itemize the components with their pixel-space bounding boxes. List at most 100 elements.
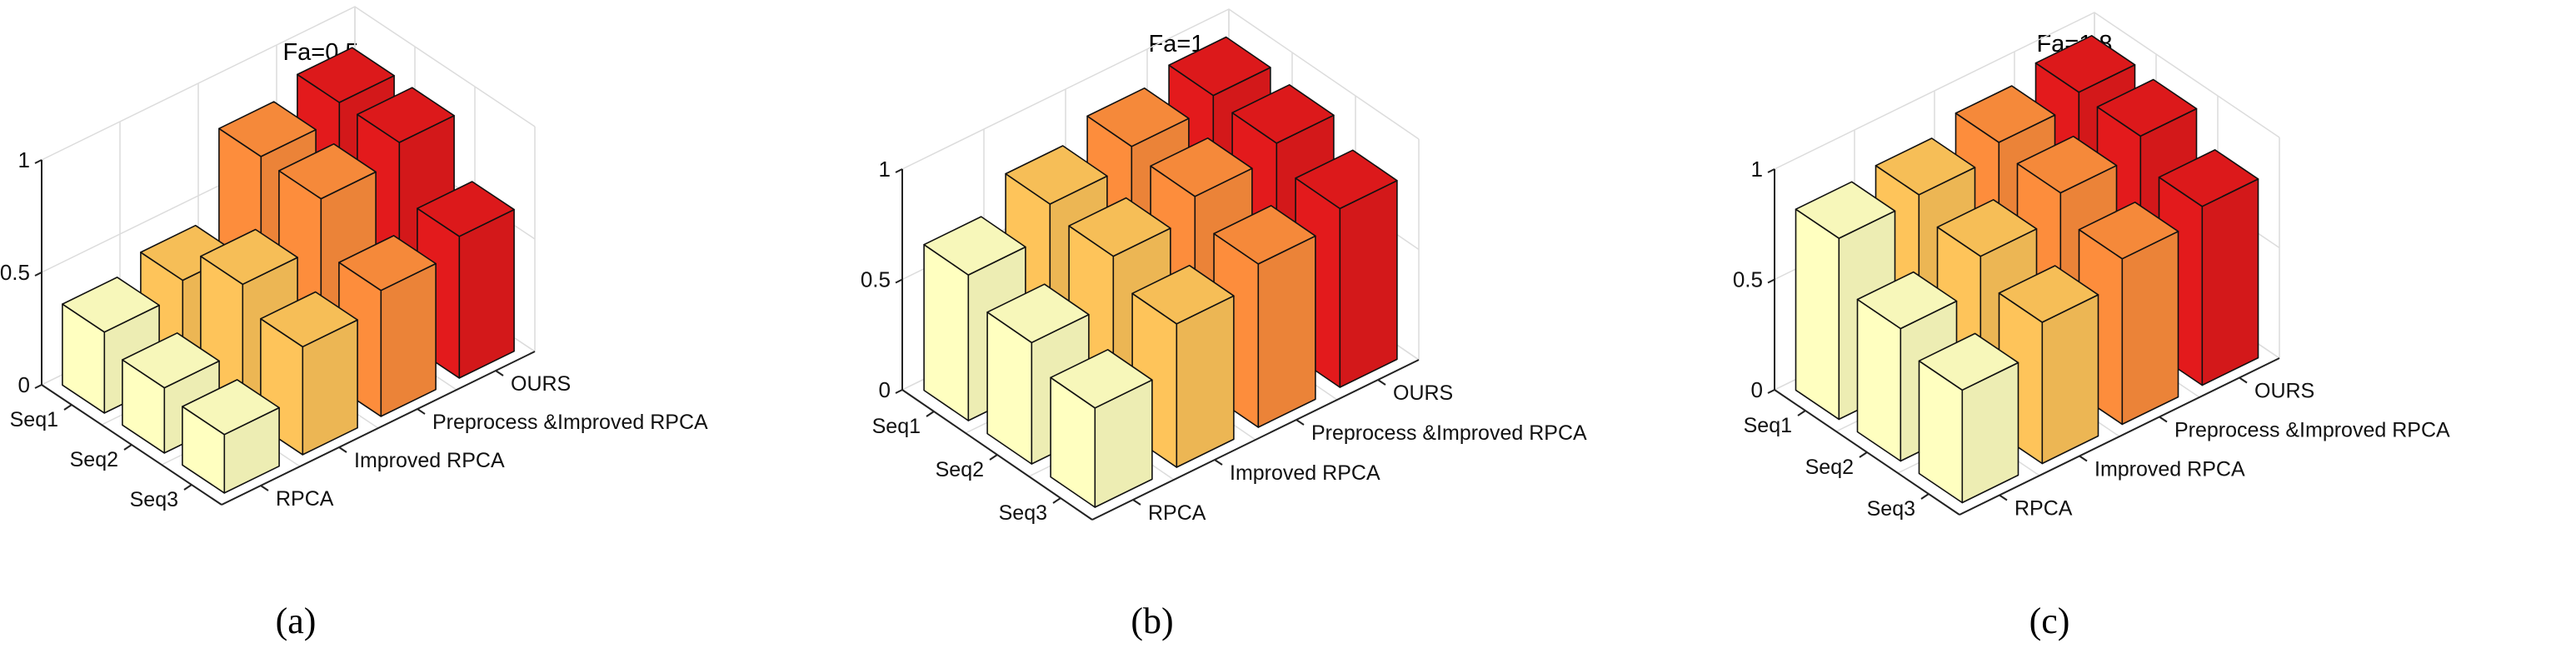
bar-front-face bbox=[1257, 235, 1316, 428]
column-tick bbox=[2159, 416, 2168, 423]
column-axis-line bbox=[1091, 359, 1420, 521]
bar-top-face bbox=[2078, 202, 2179, 260]
z-tick bbox=[895, 168, 903, 173]
z-tick-label: 0 bbox=[18, 372, 30, 397]
z-tick bbox=[1767, 278, 1775, 284]
bar-top-face bbox=[1918, 332, 2019, 391]
bar-top-face bbox=[986, 283, 1090, 344]
bar-front-face bbox=[2121, 230, 2179, 426]
bar-top-face bbox=[923, 216, 1026, 276]
bar bbox=[182, 379, 280, 494]
column-label: Preprocess &Improved RPCA bbox=[1311, 421, 1587, 445]
bar-top-face bbox=[1050, 348, 1153, 409]
column-tick bbox=[1214, 459, 1223, 466]
bar-front-face bbox=[2201, 178, 2259, 386]
row-tick bbox=[1920, 493, 1930, 500]
column-label: Improved RPCA bbox=[2094, 458, 2245, 481]
row-label: Seq1 bbox=[872, 415, 921, 438]
z-tick-label: 1 bbox=[18, 147, 30, 172]
z-tick-label: 0 bbox=[1751, 377, 1763, 402]
column-tick bbox=[2239, 376, 2248, 384]
z-tick-label: 0.5 bbox=[861, 267, 891, 292]
bars bbox=[1795, 34, 2259, 504]
z-tick-label: 1 bbox=[1751, 157, 1763, 182]
row-tick bbox=[183, 484, 192, 491]
bar-top-face bbox=[297, 47, 395, 103]
bar-front-face bbox=[458, 208, 515, 379]
bar-top-face bbox=[1168, 36, 1271, 97]
row-tick bbox=[989, 454, 998, 461]
row-label: Seq2 bbox=[936, 458, 984, 481]
row-tick bbox=[1052, 497, 1061, 504]
column-label: OURS bbox=[1393, 381, 1453, 405]
bar bbox=[2078, 202, 2179, 426]
bar-top-face bbox=[260, 291, 358, 348]
row-label: Seq1 bbox=[1744, 414, 1792, 437]
row-tick bbox=[1859, 451, 1868, 458]
bar-top-face bbox=[1150, 137, 1253, 197]
z-axis: 00.51 bbox=[0, 147, 42, 397]
bar-top-face bbox=[278, 143, 377, 200]
column-axis-line bbox=[1959, 357, 2280, 516]
bar-front-face bbox=[2041, 294, 2099, 465]
z-tick bbox=[34, 272, 42, 277]
row-label: Seq3 bbox=[130, 488, 178, 511]
row-tick bbox=[1797, 410, 1806, 416]
bar-top-face bbox=[2016, 135, 2118, 194]
column-tick bbox=[2079, 455, 2088, 462]
column-label: Improved RPCA bbox=[354, 449, 505, 472]
bar-top-face bbox=[1295, 149, 1398, 210]
z-tick bbox=[895, 278, 903, 284]
bar-top-face bbox=[417, 181, 515, 237]
bar bbox=[1050, 348, 1153, 508]
panel-caption: (a) bbox=[276, 601, 317, 641]
row-tick bbox=[926, 411, 935, 417]
bar-top-face bbox=[1998, 265, 2099, 323]
column-label: RPCA bbox=[2014, 497, 2073, 521]
row-label: Seq3 bbox=[999, 501, 1047, 525]
column-label: RPCA bbox=[276, 487, 334, 511]
bar-top-face bbox=[2034, 34, 2136, 93]
bar-top-face bbox=[1068, 197, 1171, 257]
row-label: Seq1 bbox=[10, 408, 58, 431]
column-tick bbox=[1132, 499, 1141, 506]
bar-top-face bbox=[122, 331, 220, 389]
z-tick bbox=[1767, 389, 1775, 394]
bar bbox=[62, 277, 160, 414]
z-tick-label: 0.5 bbox=[0, 260, 30, 285]
z-tick-label: 1 bbox=[879, 157, 891, 182]
bar-top-face bbox=[218, 101, 317, 157]
row-label: Seq2 bbox=[1805, 456, 1854, 479]
column-label: Preprocess &Improved RPCA bbox=[2174, 419, 2450, 442]
column-tick bbox=[1999, 494, 2008, 501]
bar-top-face bbox=[1795, 181, 1896, 239]
bar bbox=[1998, 265, 2099, 465]
column-label: OURS bbox=[2254, 380, 2314, 403]
column-label: RPCA bbox=[1148, 501, 1206, 525]
bar-top-face bbox=[1086, 87, 1190, 147]
bar-top-face bbox=[200, 228, 298, 286]
column-tick bbox=[495, 370, 504, 376]
z-axis: 00.51 bbox=[1733, 157, 1775, 402]
row-tick bbox=[63, 404, 72, 411]
z-tick-label: 0.5 bbox=[1733, 267, 1763, 292]
column-tick bbox=[260, 485, 269, 491]
bar-top-face bbox=[1936, 199, 2038, 257]
bars bbox=[62, 47, 515, 494]
column-label: OURS bbox=[511, 372, 571, 396]
column-tick bbox=[1295, 419, 1305, 426]
bar-top-face bbox=[1131, 264, 1235, 325]
z-axis: 00.51 bbox=[861, 157, 903, 402]
z-tick bbox=[1767, 168, 1775, 173]
panel-caption: (c) bbox=[2029, 601, 2070, 641]
bar-side-face bbox=[1795, 208, 1840, 421]
panel-c: Fa=1.8 (c) 00.51Seq1Seq2Seq3RPCAImproved… bbox=[1733, 12, 2450, 641]
